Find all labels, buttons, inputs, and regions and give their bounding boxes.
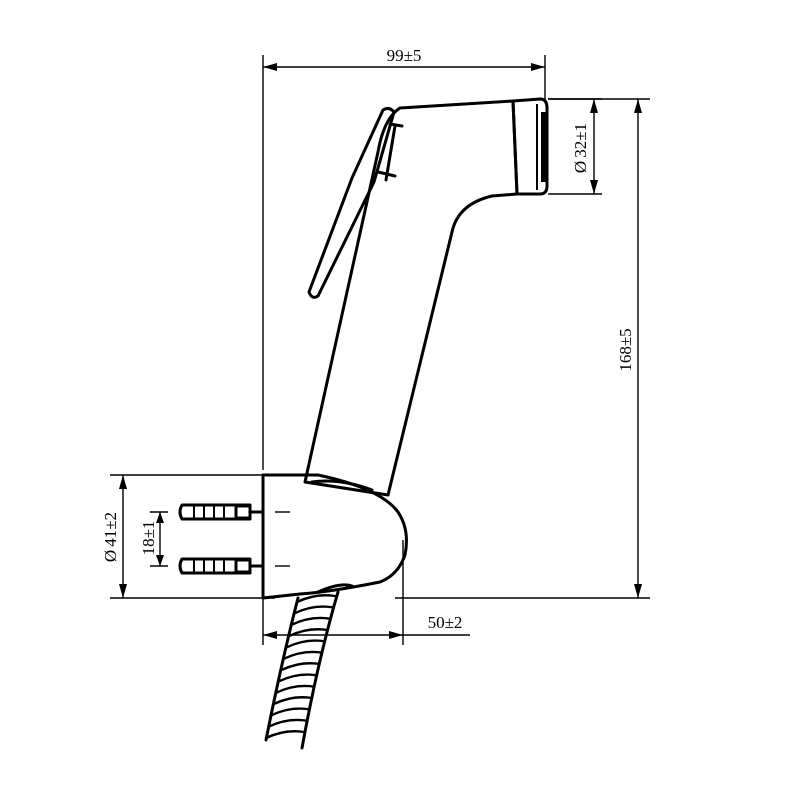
trigger-lever <box>307 106 396 299</box>
hose-rib <box>275 684 316 694</box>
sprayer-head <box>303 97 549 497</box>
dimension-overall-height: 168±5 <box>395 98 650 599</box>
trigger-hinge-edge <box>384 124 397 182</box>
hose-outline-right <box>300 590 340 750</box>
arrow-top <box>590 99 598 113</box>
hose-rib <box>267 718 308 728</box>
holder-cradle-curve <box>310 479 374 492</box>
hose <box>264 590 340 750</box>
nozzle-cap <box>511 97 549 196</box>
hose-rib <box>285 639 326 649</box>
sprayer-body-outline <box>303 99 519 497</box>
hose-ribs <box>264 594 337 740</box>
overall-width-label: 99±5 <box>387 46 422 65</box>
arrow-right <box>389 631 403 639</box>
holder-body-outline <box>261 473 408 600</box>
holder-depth-label: 50±2 <box>428 613 463 632</box>
arrow-bottom <box>590 180 598 194</box>
dimension-nozzle-diameter: Ø32±1 <box>548 98 602 195</box>
nozzle-face <box>541 112 547 182</box>
hose-rib <box>280 662 321 672</box>
hose-rib <box>272 696 313 706</box>
screw-spacing-label: 18±1 <box>139 521 158 556</box>
dimension-screw-spacing: 18±1 <box>139 511 168 567</box>
screw-head-top <box>234 504 252 520</box>
arrow-right <box>531 63 545 71</box>
holder-socket-curve <box>316 583 354 594</box>
dimension-holder-diameter: Ø41±2 <box>101 474 275 599</box>
arrow-left <box>263 631 277 639</box>
nozzle-diameter-label: Ø32±1 <box>571 123 590 173</box>
screw-head-bottom <box>234 558 252 574</box>
arrow-left <box>263 63 277 71</box>
wall-holder <box>261 473 408 600</box>
dimension-overall-width: 99±5 <box>262 46 546 470</box>
hose-rib <box>269 707 311 717</box>
hose-rib <box>293 605 334 615</box>
arrow-top <box>634 99 642 113</box>
hose-rib <box>277 673 319 683</box>
hose-rib <box>288 628 329 638</box>
holder-diameter-label: Ø41±2 <box>101 512 120 562</box>
wall-anchor-top <box>178 503 264 521</box>
hose-rib <box>290 616 332 626</box>
hose-rib <box>295 594 337 604</box>
hose-rib <box>264 730 306 740</box>
wall-anchor-bottom <box>178 557 264 575</box>
dimension-holder-depth: 50±2 <box>262 540 470 645</box>
arrow-bottom <box>634 584 642 598</box>
arrow-top <box>156 512 164 523</box>
hose-rib <box>282 650 324 660</box>
arrow-bottom <box>156 555 164 566</box>
arrow-bottom <box>119 584 127 598</box>
overall-height-label: 168±5 <box>616 328 635 371</box>
diameter-symbol: Ø <box>101 550 120 562</box>
diameter-symbol: Ø <box>571 161 590 173</box>
arrow-top <box>119 475 127 489</box>
